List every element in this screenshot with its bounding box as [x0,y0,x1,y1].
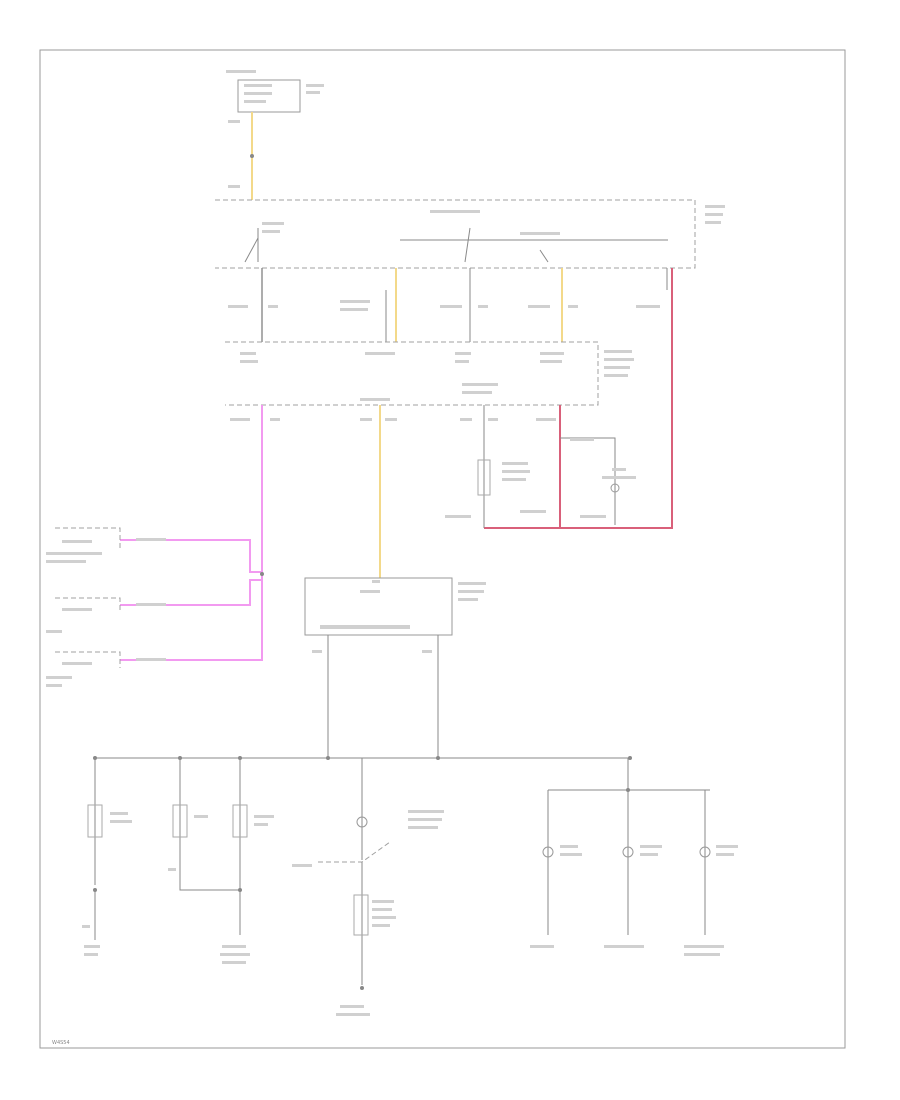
control-module [215,199,725,269]
left-inputs [46,527,166,687]
lamp-left-3 [220,758,274,964]
lamp-left-1 [82,758,132,956]
diagram-frame [39,49,846,1049]
junction-block [225,341,634,406]
lamp-left-2 [168,758,240,891]
lamp-module [304,577,486,636]
diagram-id: W4S54 [52,1040,70,1046]
center-switch [292,758,444,1016]
fuse-block [226,70,324,113]
lamp-right-group [530,758,738,956]
